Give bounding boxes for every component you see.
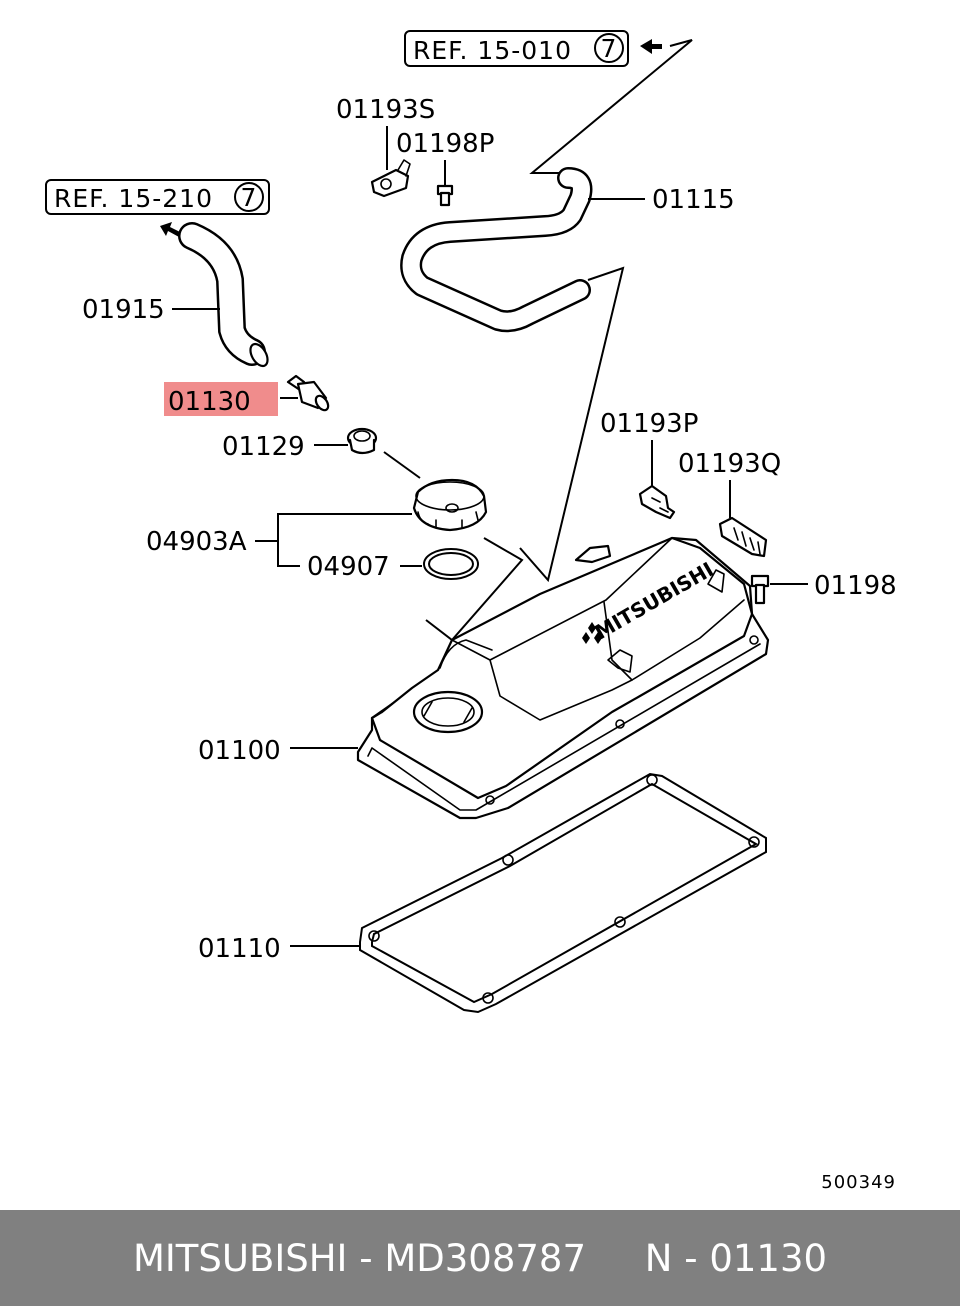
label-01129[interactable]: 01129 [222, 432, 305, 462]
rocker-cover-gasket-01110[interactable] [359, 772, 767, 1014]
ref-left-text: REF. 15-210 [54, 184, 213, 213]
label-01115[interactable]: 01115 [652, 185, 735, 215]
diagram-code: 500349 [821, 1172, 896, 1193]
ref-box-top[interactable]: REF. 15-010 7 [404, 30, 629, 67]
label-01100[interactable]: 01100 [198, 736, 281, 766]
parts-diagram: REF. 15-010 7 REF. 15-210 7 01115 01193S… [45, 30, 897, 1193]
label-01193P[interactable]: 01193P [600, 409, 698, 439]
bolt-01198P[interactable] [436, 184, 454, 207]
rocker-cover-01100[interactable]: MITSUBISHI [356, 536, 770, 820]
ref-top-text: REF. 15-010 [413, 36, 572, 65]
clip-01193Q[interactable] [718, 516, 768, 558]
grommet-01129[interactable] [346, 427, 378, 455]
label-01198[interactable]: 01198 [814, 571, 897, 601]
footer-bar: MITSUBISHI - MD308787 N - 01130 [0, 1210, 960, 1306]
label-04903A[interactable]: 04903A [146, 527, 247, 557]
gasket-04907[interactable] [423, 548, 479, 580]
hose-01115[interactable] [400, 167, 593, 333]
ref-top-circle-number: 7 [601, 34, 618, 63]
clip-01193S[interactable] [370, 159, 411, 198]
highlight-01130 [164, 382, 278, 416]
bolt-01198[interactable] [750, 574, 770, 605]
label-01193Q[interactable]: 01193Q [678, 449, 781, 479]
ref-box-left[interactable]: REF. 15-210 7 [45, 179, 270, 215]
label-01193S[interactable]: 01193S [336, 95, 435, 125]
leader-line-cap-to-cover [425, 537, 524, 642]
label-01110[interactable]: 01110 [198, 934, 281, 964]
clip-01193P[interactable] [638, 484, 676, 520]
three-diamond-logo-icon [582, 622, 602, 644]
label-01130[interactable]: 01130 [168, 387, 251, 417]
ref-left-circle-number: 7 [241, 183, 258, 212]
part-number-caption: MITSUBISHI - MD308787 N - 01130 [132, 1236, 828, 1280]
label-01915[interactable]: 01915 [82, 295, 165, 325]
pcv-valve-01130[interactable] [286, 374, 331, 412]
hose-01915[interactable] [178, 222, 271, 369]
oil-filler-cap-04903A[interactable] [412, 478, 488, 532]
arrow-icon [640, 39, 662, 54]
label-01198P[interactable]: 01198P [396, 129, 494, 159]
leader-line-ref-top [529, 39, 693, 174]
leader-line-grommet-to-cap [383, 451, 421, 479]
label-04907[interactable]: 04907 [307, 552, 390, 582]
arrow-icon [160, 222, 182, 237]
leader-line-hose-to-cover [519, 266, 625, 583]
